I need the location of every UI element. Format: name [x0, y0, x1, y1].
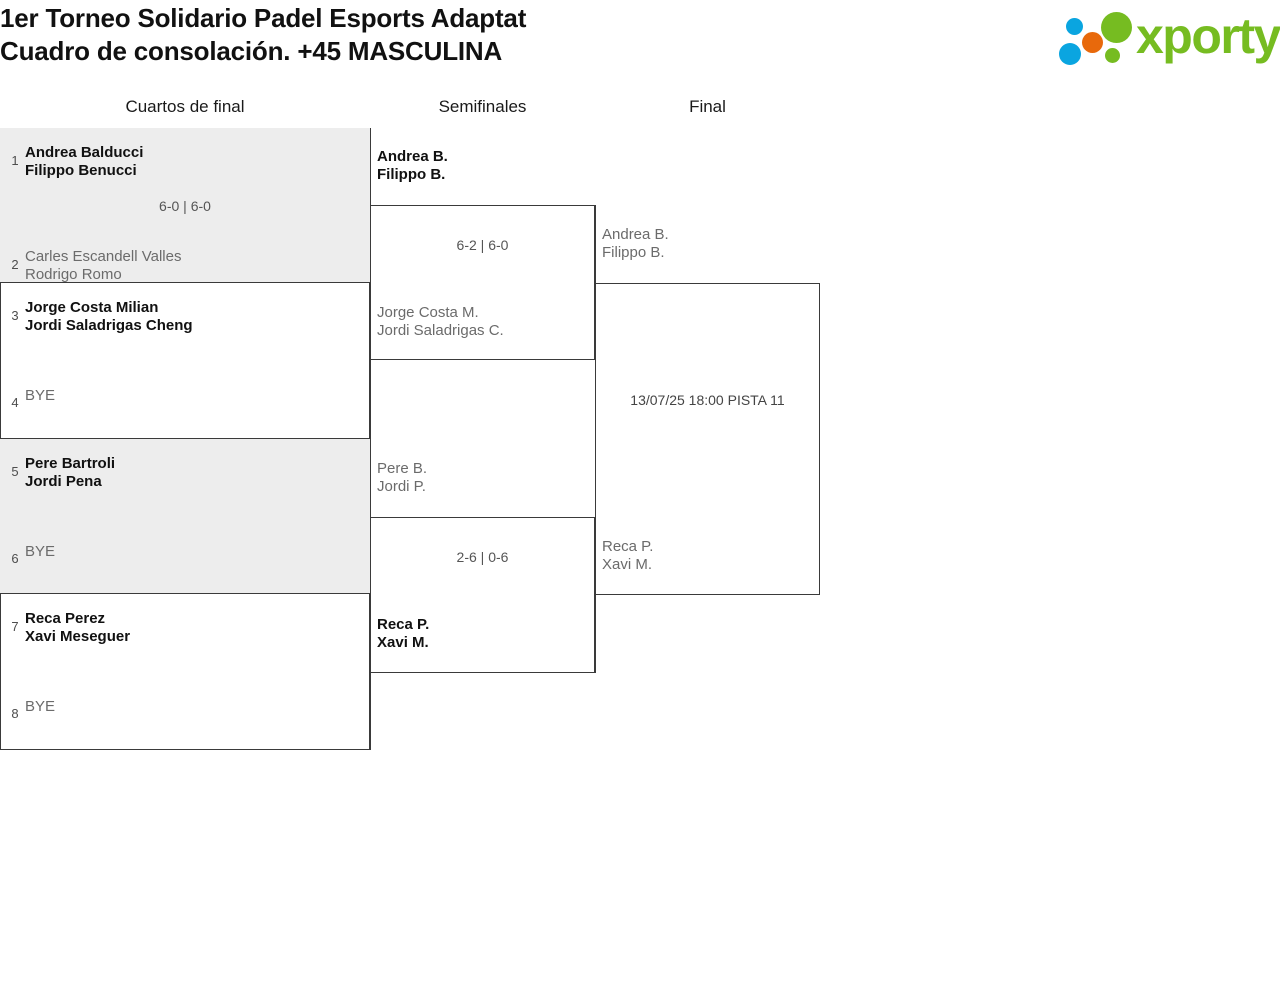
- qf4-team-top[interactable]: 7 Reca Perez Xavi Meseguer: [0, 602, 370, 654]
- qf3-bottom-seed: 6: [11, 551, 19, 566]
- final-bottom-player-1: Reca P.: [602, 538, 654, 555]
- semifinal-match-2[interactable]: [370, 517, 595, 673]
- qf1-top-names: Andrea Balducci Filippo Benucci: [25, 144, 143, 180]
- qf2-bottom-player-1: BYE: [25, 387, 56, 404]
- qf4-bottom-seed: 8: [11, 706, 19, 721]
- quarterfinal-match-3[interactable]: 5 Pere Bartroli Jordi Pena 6 BYE: [0, 439, 370, 594]
- sf2-bottom-player-2: Xavi M.: [377, 634, 429, 651]
- title-line-1: 1er Torneo Solidario Padel Esports Adapt…: [0, 3, 527, 33]
- quarterfinal-match-4[interactable]: 7 Reca Perez Xavi Meseguer 8 BYE: [0, 594, 370, 750]
- sf1-bottom-player-1: Jorge Costa M.: [377, 304, 479, 321]
- final-bottom-player-2: Xavi M.: [602, 556, 653, 573]
- quarterfinal-match-2[interactable]: 3 Jorge Costa Milian Jordi Saladrigas Ch…: [0, 283, 370, 439]
- qf2-bottom-seed: 4: [11, 395, 19, 410]
- qf4-top-seed: 7: [11, 619, 19, 634]
- logo-dot-blue-top: [1066, 18, 1083, 35]
- qf1-bottom-player-1: Carles Escandell Valles: [25, 248, 182, 265]
- qf4-top-player-2: Xavi Meseguer: [25, 628, 131, 645]
- sf1-team-bottom[interactable]: Jorge Costa M. Jordi Saladrigas C.: [377, 304, 504, 340]
- sf2-top-player-1: Pere B.: [377, 460, 428, 477]
- round-header-final: Final: [689, 97, 726, 116]
- final-team-bottom[interactable]: Reca P. Xavi M.: [602, 538, 653, 574]
- final-team-top[interactable]: Andrea B. Filippo B.: [602, 226, 669, 262]
- sf2-top-player-2: Jordi P.: [377, 478, 426, 495]
- logo-dot-green-small: [1105, 48, 1120, 63]
- logo-wordmark: xporty: [1136, 8, 1280, 64]
- logo-dot-orange: [1082, 32, 1103, 53]
- xporty-logo[interactable]: xporty: [1044, 8, 1280, 66]
- qf2-team-top[interactable]: 3 Jorge Costa Milian Jordi Saladrigas Ch…: [0, 291, 370, 343]
- sf2-team-bottom[interactable]: Reca P. Xavi M.: [377, 616, 429, 652]
- qf1-team-top[interactable]: 1 Andrea Balducci Filippo Benucci: [0, 136, 370, 188]
- title-line-2: Cuadro de consolación. +45 MASCULINA: [0, 36, 503, 66]
- qf4-team-bottom[interactable]: 8 BYE: [0, 698, 370, 750]
- sf1-score: 6-2 | 6-0: [456, 237, 509, 253]
- sf1-top-player-2: Filippo B.: [377, 166, 446, 183]
- qf3-top-seed: 5: [11, 464, 19, 479]
- sf1-team-top[interactable]: Andrea B. Filippo B.: [377, 148, 448, 184]
- round-header-semifinals: Semifinales: [438, 97, 527, 116]
- page-title: 1er Torneo Solidario Padel Esports Adapt…: [0, 2, 526, 68]
- qf3-team-top[interactable]: 5 Pere Bartroli Jordi Pena: [0, 447, 370, 499]
- qf2-bottom-names: BYE: [25, 387, 55, 405]
- qf4-top-player-1: Reca Perez: [25, 610, 106, 627]
- logo-dot-blue-bottom: [1059, 43, 1081, 65]
- qf3-top-player-2: Jordi Pena: [25, 473, 102, 490]
- final-connector: [595, 205, 596, 673]
- logo-dots-icon: [1058, 12, 1136, 65]
- qf3-team-bottom[interactable]: 6 BYE: [0, 543, 370, 595]
- round-header-quarterfinals: Cuartos de final: [125, 97, 245, 116]
- sf2-score: 2-6 | 0-6: [456, 549, 509, 565]
- qf4-bottom-names: BYE: [25, 698, 55, 716]
- final-match-info: 13/07/25 18:00 PISTA 11: [630, 392, 785, 408]
- qf1-bottom-player-2: Rodrigo Romo: [25, 266, 122, 283]
- qf4-top-names: Reca Perez Xavi Meseguer: [25, 610, 130, 646]
- sf2-bottom-player-1: Reca P.: [377, 616, 430, 633]
- semifinal-2-connector: [370, 440, 371, 750]
- qf2-top-names: Jorge Costa Milian Jordi Saladrigas Chen…: [25, 299, 193, 335]
- qf3-bottom-player-1: BYE: [25, 543, 56, 560]
- qf2-top-player-1: Jorge Costa Milian: [25, 299, 159, 316]
- qf1-top-player-2: Filippo Benucci: [25, 162, 137, 179]
- page-header: 1er Torneo Solidario Padel Esports Adapt…: [0, 0, 1280, 86]
- sf1-bottom-player-2: Jordi Saladrigas C.: [377, 322, 504, 339]
- qf2-top-seed: 3: [11, 308, 19, 323]
- qf1-team-bottom[interactable]: 2 Carles Escandell Valles Rodrigo Romo: [0, 240, 370, 292]
- qf3-bottom-names: BYE: [25, 543, 55, 561]
- qf1-bottom-names: Carles Escandell Valles Rodrigo Romo: [25, 248, 181, 284]
- qf3-top-names: Pere Bartroli Jordi Pena: [25, 455, 115, 491]
- qf2-team-bottom[interactable]: 4 BYE: [0, 387, 370, 439]
- qf1-bottom-seed: 2: [11, 257, 19, 272]
- qf3-top-player-1: Pere Bartroli: [25, 455, 116, 472]
- semifinal-1-connector: [370, 128, 371, 516]
- qf2-top-player-2: Jordi Saladrigas Cheng: [25, 317, 193, 334]
- final-top-player-1: Andrea B.: [602, 226, 669, 243]
- semifinal-match-1[interactable]: [370, 205, 595, 360]
- qf1-top-seed: 1: [11, 153, 19, 168]
- sf2-team-top[interactable]: Pere B. Jordi P.: [377, 460, 427, 496]
- qf1-score: 6-0 | 6-0: [159, 198, 211, 214]
- quarterfinal-match-1[interactable]: 1 Andrea Balducci Filippo Benucci 6-0 | …: [0, 128, 370, 283]
- qf4-bottom-player-1: BYE: [25, 698, 56, 715]
- sf1-top-player-1: Andrea B.: [377, 148, 448, 165]
- final-top-player-2: Filippo B.: [602, 244, 665, 261]
- qf1-top-player-1: Andrea Balducci: [25, 144, 144, 161]
- logo-dot-green-large: [1101, 12, 1132, 43]
- final-match[interactable]: [595, 283, 820, 595]
